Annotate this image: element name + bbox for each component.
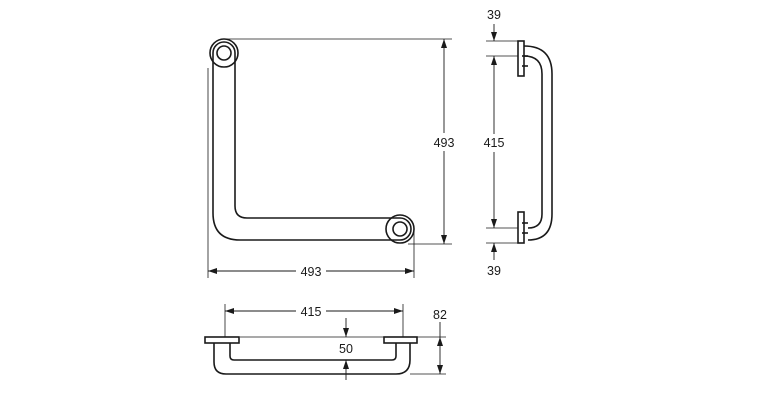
- bar-outer-edge: [212, 41, 412, 241]
- offset-label: 50: [339, 342, 353, 356]
- top-view: 415 50 82: [204, 303, 447, 380]
- top-bar-tube: [213, 343, 411, 375]
- projection-label: 82: [433, 308, 447, 322]
- bottom-wall-flange: [385, 214, 415, 244]
- length-label: 415: [301, 305, 322, 319]
- height-label: 493: [434, 136, 455, 150]
- top-right-flange: [383, 336, 418, 344]
- top-bar-end: [216, 45, 232, 61]
- top-flange-label: 39: [487, 8, 501, 22]
- side-view: 39 415 39: [480, 8, 553, 278]
- front-view: 493 493: [207, 38, 458, 279]
- side-bottom-flange: [517, 211, 525, 244]
- centre-distance-label: 415: [484, 136, 505, 150]
- bottom-bar-end: [392, 221, 408, 237]
- top-left-flange: [204, 336, 240, 344]
- width-label: 493: [301, 265, 322, 279]
- side-bar-tube: [523, 45, 553, 241]
- top-wall-flange: [209, 38, 239, 68]
- side-top-flange: [517, 40, 525, 77]
- bottom-flange-label: 39: [487, 264, 501, 278]
